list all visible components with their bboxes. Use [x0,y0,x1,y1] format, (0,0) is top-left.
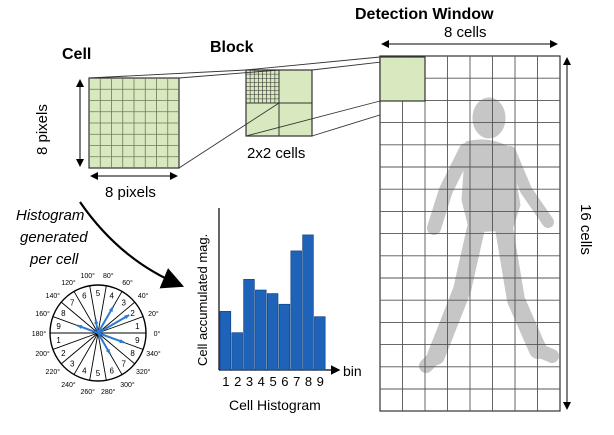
window-width-label: 8 cells [444,24,487,41]
gradient-arrow-icon [105,348,110,354]
gradient-arrow-icon [77,324,83,330]
polar-degree-label: 80° [103,272,114,280]
polar-degree-label: 340° [146,350,161,358]
polar-degree-label: 320° [136,368,151,376]
chart-title: Cell Histogram [229,397,321,413]
polar-bin-number: 7 [70,298,75,307]
bin-tick-label: 5 [269,374,276,389]
polar-degree-label: 220° [46,368,61,376]
block-caption: 2x2 cells [247,145,306,162]
chart-x-label: bin [343,363,362,379]
histogram-bar [219,311,232,371]
bin-tick-label: 7 [293,374,300,389]
bin-tick-label: 4 [258,374,265,389]
polar-bin-number: 1 [135,322,140,331]
polar-bin-number: 1 [56,336,61,345]
polar-bin-number: 8 [130,349,135,358]
polar-bin-number: 4 [82,367,87,376]
block-title: Block [210,39,254,56]
gradient-arrow-icon [119,338,125,344]
polar-bin-number: 6 [82,291,87,300]
histogram-bar [314,316,326,371]
polar-bin-number: 3 [70,360,75,369]
cell-grid [88,77,180,169]
gradient-arrow-icon [124,315,130,320]
histogram-bar [231,332,243,371]
detection-window [379,55,561,412]
polar-degree-label: 260° [81,388,96,396]
polar-degree-label: 0° [154,330,161,338]
histogram-caption-line3: per cell [30,251,79,268]
cell-title: Cell [62,46,92,63]
bin-tick-label: 1 [222,374,229,389]
polar-bin-number: 3 [121,298,126,307]
chart-y-label: Cell accumulated mag. [195,233,210,366]
cell-width-label: 8 pixels [105,184,156,201]
polar-bin-number: 6 [109,367,114,376]
polar-degree-label: 140° [46,292,61,300]
polar-bin-number: 7 [121,360,126,369]
polar-degree-label: 60° [122,279,133,287]
histogram-bar [302,234,314,371]
polar-bin-number: 4 [109,291,114,300]
bin-tick-label: 2 [234,374,241,389]
polar-degree-label: 160° [35,310,50,318]
polar-degree-label: 40° [138,292,149,300]
histogram-caption-line2: generated [20,229,88,246]
histogram-bar [243,279,255,371]
polar-histogram: 0°20°40°60°80°100°120°140°160°180°200°22… [32,272,161,396]
histogram-caption-line1: Histogram [16,207,85,224]
histogram-bar [255,289,267,371]
polar-degree-label: 300° [120,381,135,389]
window-height-label: 16 cells [577,204,594,255]
histogram-bar [278,303,291,371]
bin-tick-label: 3 [246,374,253,389]
cell-to-block-lines [88,69,280,169]
polar-degree-label: 180° [32,330,47,338]
polar-degree-label: 240° [61,381,76,389]
histogram-bar [266,293,279,371]
bin-tick-label: 8 [305,374,312,389]
polar-bin-number: 9 [135,336,140,345]
gradient-arrow-icon [108,307,113,313]
polar-bin-number: 9 [56,322,61,331]
polar-degree-label: 20° [148,310,159,318]
polar-degree-label: 200° [35,350,50,358]
polar-bin-number: 2 [130,309,135,318]
polar-bin-number: 5 [96,369,101,378]
histogram-bar [290,250,302,371]
curved-arrow [79,201,185,289]
bin-tick-label: 9 [317,374,324,389]
gradient-arrow-icon [94,319,99,325]
polar-bin-number: 2 [61,349,66,358]
polar-bin-number: 5 [96,289,101,298]
detection-window-title: Detection Window [355,6,494,23]
polar-degree-label: 100° [81,272,96,280]
polar-degree-label: 280° [101,388,116,396]
cell-height-label: 8 pixels [34,104,51,155]
polar-bin-number: 8 [61,309,66,318]
polar-degree-label: 120° [61,279,76,287]
bin-tick-label: 6 [281,374,288,389]
